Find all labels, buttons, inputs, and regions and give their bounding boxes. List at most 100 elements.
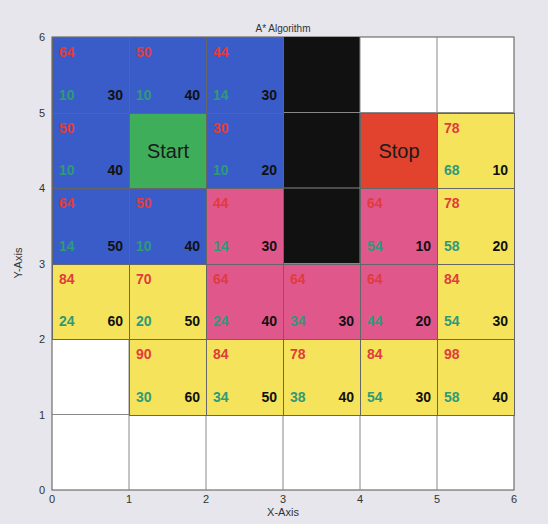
grid-cell: 78 38 40	[283, 339, 361, 416]
f-cost: 64	[290, 271, 306, 287]
f-cost: 64	[367, 195, 383, 211]
f-cost: 90	[136, 346, 152, 362]
g-cost: 20	[136, 313, 152, 329]
g-cost: 54	[367, 238, 383, 254]
g-cost: 34	[213, 389, 229, 405]
h-cost: 20	[261, 162, 277, 178]
h-cost: 40	[184, 87, 200, 103]
x-tick: 1	[126, 493, 132, 505]
g-cost: 30	[136, 389, 152, 405]
f-cost: 50	[136, 44, 152, 60]
f-cost: 44	[213, 195, 229, 211]
grid-cell: 84 34 50	[206, 339, 284, 416]
f-cost: 78	[290, 346, 306, 362]
h-cost: 30	[492, 313, 508, 329]
g-cost: 10	[59, 87, 75, 103]
f-cost: 98	[444, 346, 460, 362]
g-cost: 10	[136, 238, 152, 254]
f-cost: 50	[59, 120, 75, 136]
g-cost: 24	[59, 313, 75, 329]
h-cost: 30	[261, 238, 277, 254]
grid-cell: 44 14 30	[206, 188, 284, 265]
g-cost: 68	[444, 162, 460, 178]
g-cost: 58	[444, 389, 460, 405]
grid-cell: 785820	[437, 188, 515, 265]
g-cost: 54	[367, 389, 383, 405]
grid-cell: 50 10 40	[52, 113, 130, 190]
x-tick: 2	[203, 493, 209, 505]
grid-cell: 64 54 10	[360, 188, 438, 265]
x-tick: 5	[434, 493, 440, 505]
f-cost: 64	[59, 195, 75, 211]
grid-cell: 641030	[52, 37, 130, 114]
grid-cell: 64 34 30	[283, 264, 361, 341]
obstacle-cell	[283, 37, 360, 264]
g-cost: 38	[290, 389, 306, 405]
h-cost: 40	[492, 389, 508, 405]
cell-label: Stop	[361, 139, 437, 162]
f-cost: 70	[136, 271, 152, 287]
grid-cell: 84 54 30	[437, 264, 515, 341]
h-cost: 10	[415, 238, 431, 254]
f-cost: 78	[444, 120, 460, 136]
h-cost: 30	[261, 87, 277, 103]
grid-cell: 301020	[206, 113, 284, 190]
grid-cell: 64 14 50	[52, 188, 130, 265]
f-cost: 64	[213, 271, 229, 287]
g-cost: 10	[59, 162, 75, 178]
g-cost: 44	[367, 313, 383, 329]
f-cost: 64	[367, 271, 383, 287]
h-cost: 30	[107, 87, 123, 103]
y-tick: 5	[39, 107, 45, 119]
f-cost: 84	[59, 271, 75, 287]
y-tick: 1	[39, 409, 45, 421]
x-tick: 0	[49, 493, 55, 505]
g-cost: 24	[213, 313, 229, 329]
h-cost: 40	[338, 389, 354, 405]
y-tick: 2	[39, 333, 45, 345]
h-cost: 10	[492, 162, 508, 178]
x-axis-title: X-Axis	[267, 506, 299, 518]
g-cost: 14	[213, 238, 229, 254]
h-cost: 40	[107, 162, 123, 178]
h-cost: 50	[107, 238, 123, 254]
h-cost: 40	[184, 238, 200, 254]
y-tick: 6	[39, 31, 45, 43]
f-cost: 50	[136, 195, 152, 211]
grid-cell: 98 58 40	[437, 339, 515, 416]
plot-area	[52, 37, 514, 490]
grid-cell: 84 24 60	[52, 264, 130, 341]
h-cost: 20	[492, 238, 508, 254]
grid-cell: 501040	[129, 37, 207, 114]
grid-cell: 44 14 30	[206, 37, 284, 114]
f-cost: 84	[213, 346, 229, 362]
grid-lines	[52, 37, 514, 490]
h-cost: 40	[261, 313, 277, 329]
h-cost: 50	[184, 313, 200, 329]
g-cost: 14	[59, 238, 75, 254]
g-cost: 10	[213, 162, 229, 178]
grid-cell: 64 24 40	[206, 264, 284, 341]
h-cost: 60	[107, 313, 123, 329]
grid-cell: 70 20 50	[129, 264, 207, 341]
f-cost: 44	[213, 44, 229, 60]
g-cost: 54	[444, 313, 460, 329]
f-cost: 84	[367, 346, 383, 362]
g-cost: 34	[290, 313, 306, 329]
f-cost: 78	[444, 195, 460, 211]
grid-cell: Stop	[360, 113, 438, 190]
grid-cell: 78 68 10	[437, 113, 515, 190]
grid-cell: 644420	[360, 264, 438, 341]
grid-cell: 84 54 30	[360, 339, 438, 416]
grid-cell: 50 10 40	[129, 188, 207, 265]
h-cost: 30	[338, 313, 354, 329]
h-cost: 50	[261, 389, 277, 405]
h-cost: 60	[184, 389, 200, 405]
x-tick: 6	[511, 493, 517, 505]
h-cost: 30	[415, 389, 431, 405]
grid-cell: Start	[129, 113, 207, 190]
g-cost: 14	[213, 87, 229, 103]
y-tick: 3	[39, 258, 45, 270]
f-cost: 84	[444, 271, 460, 287]
